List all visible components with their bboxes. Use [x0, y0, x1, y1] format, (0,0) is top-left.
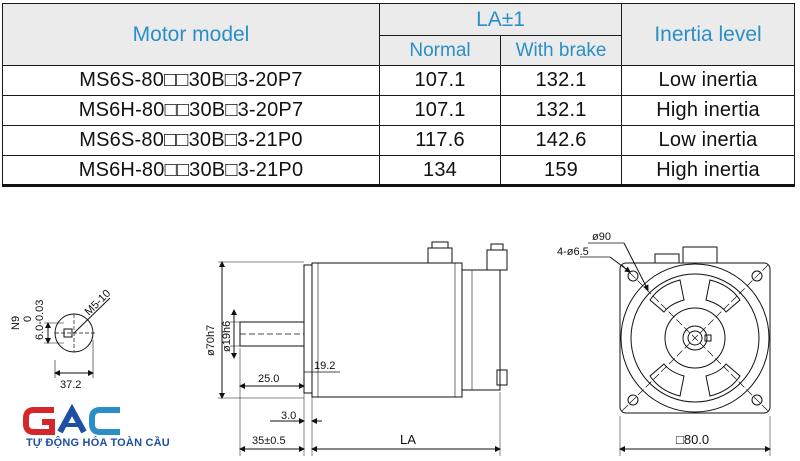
cell-model: MS6S-80□□30B□3-21P0 [2, 125, 380, 156]
cell-brake: 159 [499, 155, 623, 187]
body-length-label: LA [400, 432, 416, 447]
keyway-n9-label: N9 [10, 316, 22, 330]
table-row: MS6S-80□□30B□3-20P7 107.1 132.1 Low iner… [2, 65, 796, 96]
cell-normal: 107.1 [379, 95, 501, 126]
cell-brake: 132.1 [499, 95, 623, 126]
header-normal: Normal [379, 35, 501, 66]
cell-inertia: Low inertia [621, 65, 796, 96]
key-length-label: 25.0 [258, 373, 279, 385]
keyway-thread-label: M5-10 [83, 288, 114, 319]
flange-diameter-label: ø70h7 [205, 325, 217, 356]
cell-model: MS6H-80□□30B□3-20P7 [2, 95, 380, 126]
shaft-length-label: 35±0.5 [252, 435, 286, 447]
logo-tagline: TỰ ĐỘNG HÓA TOÀN CẦU [26, 437, 170, 449]
cell-brake: 142.6 [499, 125, 623, 156]
cell-inertia: High inertia [621, 155, 796, 187]
keyway-detail [44, 297, 111, 378]
pcd-label: ø90 [592, 231, 611, 243]
header-with-brake: With brake [499, 35, 623, 66]
motor-front-view [580, 242, 771, 456]
cell-normal: 117.6 [379, 125, 501, 156]
keyway-zero-label: 0 [22, 316, 34, 322]
header-motor-model: Motor model [2, 3, 380, 66]
cell-model: MS6H-80□□30B□3-21P0 [2, 155, 380, 187]
gac-logo [23, 403, 120, 435]
spec-table: Motor model LA±1 Inertia level Normal Wi… [2, 3, 796, 187]
cell-inertia: Low inertia [621, 125, 796, 156]
keyway-depth-label: 37.2 [60, 379, 81, 391]
cell-normal: 107.1 [379, 65, 501, 96]
cell-brake: 132.1 [499, 65, 623, 96]
cell-inertia: High inertia [621, 95, 796, 126]
cell-normal: 134 [379, 155, 501, 187]
header-inertia-level: Inertia level [621, 3, 796, 66]
flange-thickness-label: 3.0 [281, 410, 296, 422]
flange-square-label: □80.0 [676, 432, 709, 447]
motor-side-view [218, 241, 508, 456]
keyway-tolerance-label: 6.0-0.03 [34, 300, 46, 340]
mounting-holes-label: 4-ø6.5 [557, 246, 589, 258]
shaft-offset-label: 19.2 [314, 360, 335, 372]
shaft-diameter-label: ø19h6 [221, 321, 233, 352]
table-row: MS6H-80□□30B□3-20P7 107.1 132.1 High ine… [2, 95, 796, 126]
table-row: MS6S-80□□30B□3-21P0 117.6 142.6 Low iner… [2, 125, 796, 156]
cell-model: MS6S-80□□30B□3-20P7 [2, 65, 380, 96]
table-row: MS6H-80□□30B□3-21P0 134 159 High inertia [2, 155, 796, 187]
